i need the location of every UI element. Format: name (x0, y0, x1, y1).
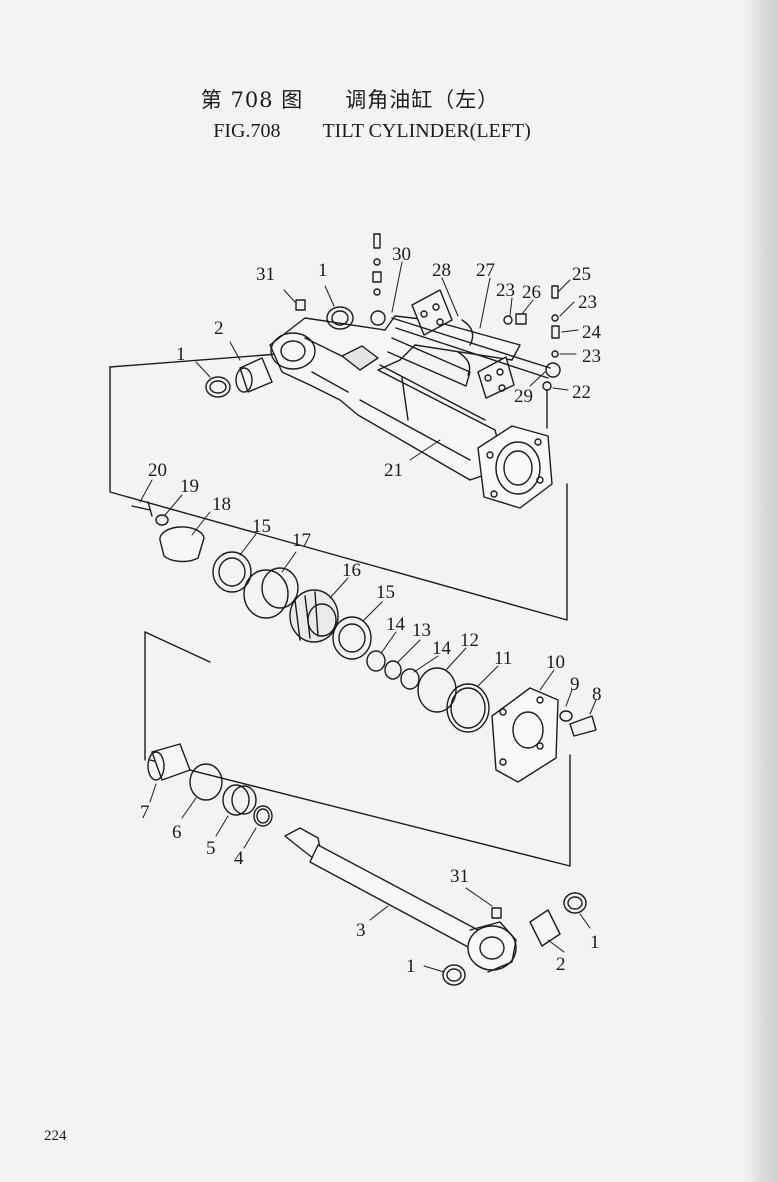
page-number: 224 (44, 1128, 67, 1144)
callout: 23 (496, 280, 515, 301)
small-fittings (295, 233, 560, 391)
callout: 4 (234, 848, 244, 869)
callout: 12 (460, 630, 479, 651)
callout: 6 (172, 822, 182, 843)
callout: 15 (376, 582, 395, 603)
callout: 31 (256, 264, 275, 285)
callout: 8 (592, 684, 602, 705)
callout: 28 (432, 260, 451, 281)
figure-number-cn: 第 708 图 (200, 88, 304, 112)
page-edge-shadow (744, 0, 778, 1182)
figure-title-english: FIG.708 TILT CYLINDER(LEFT) (0, 120, 744, 143)
callout: 1 (176, 344, 186, 365)
callout: 21 (384, 460, 403, 481)
figure-name-cn: 调角油缸（左） (345, 88, 500, 112)
rod-seals (147, 743, 273, 827)
callout: 16 (342, 560, 361, 581)
callout: 10 (546, 652, 565, 673)
callout: 24 (582, 322, 602, 343)
top-bushings (205, 306, 354, 398)
figure-name-en: TILT CYLINDER(LEFT) (322, 120, 531, 142)
callout: 7 (140, 802, 150, 823)
callout: 23 (578, 292, 597, 313)
callout: 11 (494, 648, 512, 669)
piston-parts (131, 501, 490, 733)
head-cover (491, 687, 597, 783)
callout: 1 (318, 260, 328, 281)
callout: 26 (522, 282, 541, 303)
callout: 31 (450, 866, 469, 887)
callout: 15 (252, 516, 271, 537)
callout: 30 (392, 244, 411, 265)
figure-number-en: FIG.708 (213, 120, 281, 142)
callout: 29 (514, 386, 533, 407)
callout: 23 (582, 346, 601, 367)
figure-title-chinese: 第 708 图 调角油缸（左） (0, 84, 700, 114)
callout: 1 (406, 956, 416, 977)
callout: 27 (476, 260, 495, 281)
callout: 3 (356, 920, 366, 941)
callout-labels: 1 2 1 31 30 28 27 23 26 25 23 24 23 29 2… (140, 244, 602, 977)
callout: 17 (292, 530, 311, 551)
pipe-brackets (370, 289, 561, 399)
callout: 19 (180, 476, 199, 497)
callout: 14 (432, 638, 452, 659)
callout: 5 (206, 838, 216, 859)
cylinder-tube (269, 315, 521, 481)
callout: 9 (570, 674, 580, 695)
callout: 14 (386, 614, 406, 635)
piston-rod (284, 827, 587, 986)
rear-flange (477, 425, 553, 509)
callout: 13 (412, 620, 431, 641)
callout: 22 (572, 382, 591, 403)
callout: 1 (590, 932, 600, 953)
callout: 2 (556, 954, 566, 975)
callout: 18 (212, 494, 231, 515)
callout: 20 (148, 460, 167, 481)
assembly-guide-lines (109, 351, 571, 867)
leader-lines (139, 261, 597, 973)
callout: 2 (214, 318, 224, 339)
callout: 25 (572, 264, 591, 285)
